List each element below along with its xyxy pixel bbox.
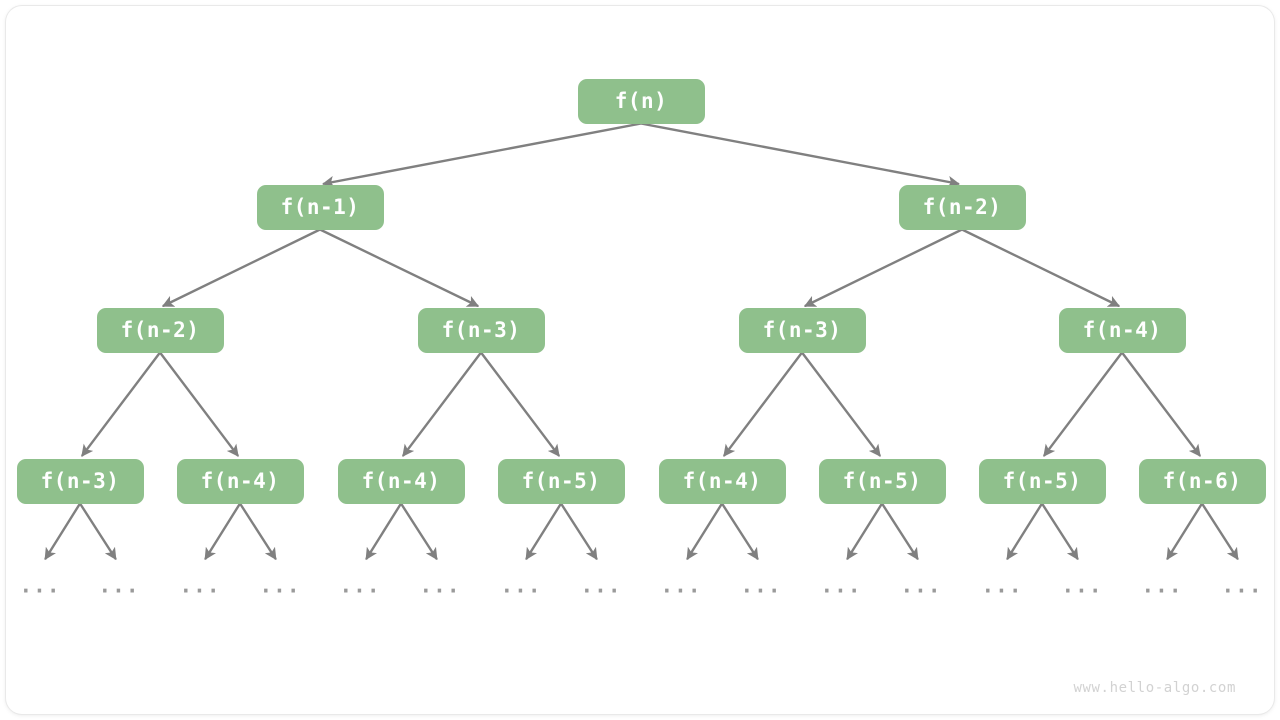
tree-node-n5: f(n-3) (738, 307, 866, 353)
tree-node-label: f(n) (614, 88, 668, 113)
tree-node-n14: f(n-6) (1138, 458, 1266, 504)
ellipsis-mark: ... (259, 573, 301, 598)
tree-node-label: f(n-5) (842, 468, 922, 493)
tree-node-label: f(n-2) (922, 194, 1002, 219)
tree-node-n2: f(n-2) (898, 184, 1026, 230)
tree-node-label: f(n-5) (1002, 468, 1082, 493)
ellipsis-mark: ... (1061, 573, 1103, 598)
ellipsis-mark: ... (580, 573, 622, 598)
ellipsis-mark: ... (900, 573, 942, 598)
tree-node-n12: f(n-5) (818, 458, 946, 504)
tree-node-n8: f(n-4) (176, 458, 304, 504)
tree-node-n11: f(n-4) (658, 458, 786, 504)
tree-node-n7: f(n-3) (16, 458, 144, 504)
ellipsis-mark: ... (500, 573, 542, 598)
tree-node-label: f(n-3) (441, 317, 521, 342)
tree-node-n6: f(n-4) (1058, 307, 1186, 353)
ellipsis-mark: ... (1221, 573, 1263, 598)
ellipsis-mark: ... (660, 573, 702, 598)
ellipsis-mark: ... (19, 573, 61, 598)
tree-node-label: f(n-4) (682, 468, 762, 493)
tree-node-label: f(n-4) (1082, 317, 1162, 342)
tree-node-label: f(n-3) (40, 468, 120, 493)
tree-node-n1: f(n-1) (256, 184, 384, 230)
tree-node-label: f(n-3) (762, 317, 842, 342)
watermark: www.hello-algo.com (1073, 680, 1236, 696)
ellipsis-mark: ... (339, 573, 381, 598)
tree-node-n3: f(n-2) (96, 307, 224, 353)
tree-node-label: f(n-1) (280, 194, 360, 219)
tree-node-n0: f(n) (577, 78, 705, 124)
tree-node-label: f(n-5) (521, 468, 601, 493)
ellipsis-mark: ... (820, 573, 862, 598)
tree-node-label: f(n-4) (200, 468, 280, 493)
ellipsis-mark: ... (419, 573, 461, 598)
ellipsis-mark: ... (981, 573, 1023, 598)
tree-node-label: f(n-6) (1162, 468, 1242, 493)
tree-node-n4: f(n-3) (417, 307, 545, 353)
ellipsis-mark: ... (1141, 573, 1183, 598)
tree-node-n13: f(n-5) (978, 458, 1106, 504)
tree-node-n10: f(n-5) (497, 458, 625, 504)
ellipsis-mark: ... (740, 573, 782, 598)
tree-node-label: f(n-2) (120, 317, 200, 342)
ellipsis-mark: ... (179, 573, 221, 598)
tree-node-n9: f(n-4) (337, 458, 465, 504)
ellipsis-mark: ... (98, 573, 140, 598)
tree-node-label: f(n-4) (361, 468, 441, 493)
